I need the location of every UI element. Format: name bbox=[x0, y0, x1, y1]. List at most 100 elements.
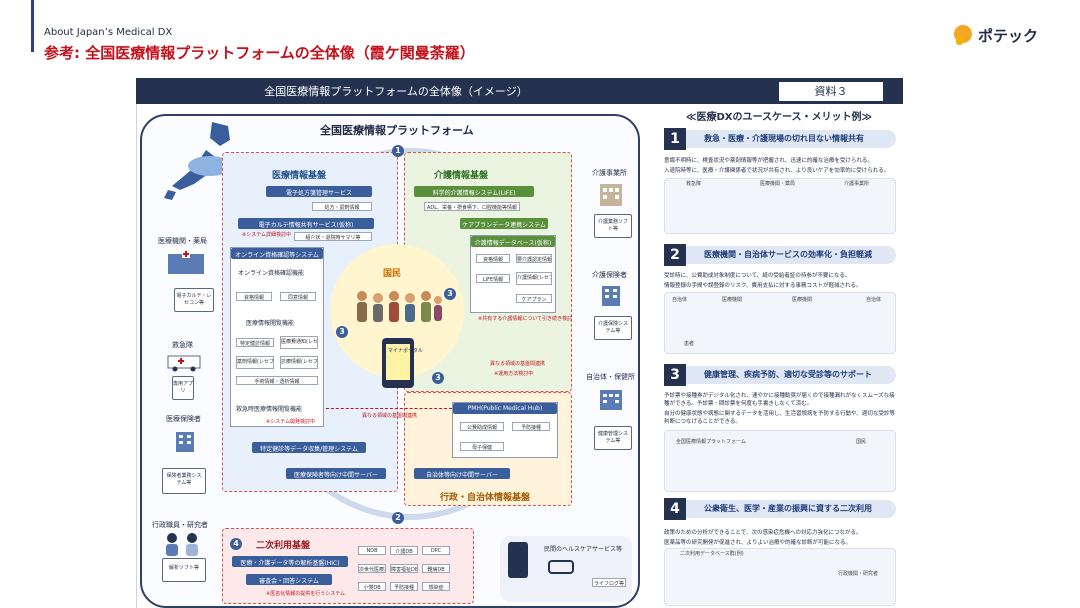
ambulance-device bbox=[172, 376, 194, 400]
db-pediatric: 小慢DB bbox=[358, 582, 386, 591]
db-dpc: DPC bbox=[422, 546, 450, 555]
treatment-info: 診療情報(レセプト) bbox=[280, 356, 318, 369]
slide-header bbox=[136, 78, 903, 104]
care-facility-icon bbox=[600, 184, 622, 206]
use-case-1-number: 1 bbox=[664, 128, 686, 150]
researcher-device bbox=[162, 558, 206, 582]
pmh-link-label: 異なる領域の基盤間連携 bbox=[490, 361, 546, 367]
care-db-label: 介護情報データベース(仮称) bbox=[471, 236, 555, 247]
use-case-4-heading: 公衆衛生、医学・産業の振興に資する二次利用 bbox=[664, 500, 896, 518]
use-case-1-bullet-1: 意識不明時に、検査状況や薬剤情報等が把握され、迅速に的確な治療を受けられる。 bbox=[664, 158, 873, 164]
medical-zone-label: 医療情報基盤 bbox=[272, 171, 327, 181]
use-case-3-label-1: 全国医療情報プラットフォーム bbox=[676, 439, 746, 445]
online-confirm: オンライン資格確認機能 bbox=[238, 270, 305, 277]
insurer-device-label: 保険者業務システム等 bbox=[166, 473, 202, 486]
care-zone-label: 介護情報基盤 bbox=[434, 171, 489, 181]
hospital-device-label: 電子カルテ・レセコン等 bbox=[176, 293, 212, 306]
healthcare-phone-icon bbox=[508, 542, 528, 578]
life-sub: ADL、栄養・摂食嚥下、口腔機能等情報 bbox=[424, 202, 520, 211]
ambulance-device-label: 専用アプリ bbox=[172, 381, 193, 394]
researcher-device-label: 解析ソフト等 bbox=[168, 565, 199, 571]
pmh-link-note: ※運用方法検討中 bbox=[494, 371, 534, 377]
use-case-2-number: 2 bbox=[664, 244, 686, 266]
flow-number-4: 4 bbox=[230, 538, 242, 550]
care-insurer-device bbox=[594, 316, 632, 340]
e-karte-sub: 紹介状・退院時サマリ等 bbox=[294, 232, 372, 241]
use-case-4-bullet-1: 政策のための分析ができることで、次の感染症危機への対応力強化につながる。 bbox=[664, 530, 862, 536]
use-case-4-label-2: 行政機関・研究者 bbox=[838, 571, 879, 577]
e-prescription-sub: 処方・調剤情報 bbox=[312, 202, 372, 211]
use-case-2-bullet-2: 情報登録の手間や誤登録のリスク、費用支払に対する事務コストが軽減される。 bbox=[664, 283, 862, 289]
healthcare-service-label: 民間のヘルスケアサービス等 bbox=[544, 546, 623, 553]
pmh-label: PMH(Public Medical Hub) bbox=[453, 403, 557, 414]
municipality-building-icon bbox=[600, 390, 622, 410]
platform-title: 全国医療情報プラットフォーム bbox=[320, 124, 474, 137]
ambulance-icon bbox=[167, 355, 201, 372]
doc-badge: 資料３ bbox=[778, 81, 884, 102]
use-case-2-label-3: 患者 bbox=[684, 341, 695, 347]
use-case-1-label-2: 医療機関・薬局 bbox=[760, 181, 796, 187]
flow-number-3-lower: 3 bbox=[432, 372, 444, 384]
life-service: 科学的介護情報システム(LIFE) bbox=[414, 186, 534, 197]
people-group-icon bbox=[357, 291, 442, 322]
use-case-2-label-2: 医療機関 bbox=[722, 297, 743, 303]
section-label: About Japan’s Medical DX bbox=[44, 27, 173, 38]
secondary-zone-label: 二次利用基盤 bbox=[256, 541, 311, 551]
logo: ポテック bbox=[952, 22, 1038, 48]
use-case-3-heading: 健康管理、疾病予防、適切な受診等のサポート bbox=[664, 366, 896, 384]
insurer-intermediate-server: 医療保険者等向け中間サーバー bbox=[286, 468, 386, 479]
medical-fee-info: 医療費通知(レセプト) bbox=[280, 336, 318, 349]
checkup-info: 特定健診情報 bbox=[236, 338, 274, 347]
use-case-2-label-1: 自治体 bbox=[672, 297, 688, 303]
municipal-intermediate-server: 自治体等向け中間サーバー bbox=[414, 468, 510, 479]
care-db-item-5: ケアプラン bbox=[516, 294, 552, 303]
actor-researcher-label: 行政職員・研究者 bbox=[152, 521, 208, 529]
actor-hospital-label: 医療機関・薬局 bbox=[158, 237, 207, 245]
use-case-4-illustration bbox=[664, 548, 896, 606]
care-insurer-building-icon bbox=[602, 286, 620, 306]
use-case-2-heading: 医療機関・自治体サービスの効率化・負担軽減 bbox=[664, 246, 896, 264]
medical-view: 医療情報閲覧機能 bbox=[246, 320, 295, 327]
page-title: 参考: 全国医療情報プラットフォームの全体像（霞ケ関曼荼羅） bbox=[44, 44, 475, 62]
db-vaccination: 予防接種 bbox=[390, 582, 418, 591]
use-case-3-illustration bbox=[664, 430, 896, 492]
admin-zone-label: 行政・自治体情報基盤 bbox=[440, 493, 531, 503]
care-db-item-1: 資格情報 bbox=[476, 254, 510, 263]
care-provider-device bbox=[594, 214, 632, 238]
actor-insurer-label: 医療保険者 bbox=[166, 415, 201, 423]
emergency-note: ※システム開発検討中 bbox=[266, 419, 316, 425]
review-note: ※匿名化情報の提供を行うシステム bbox=[266, 591, 346, 597]
use-case-2-label-5: 自治体 bbox=[866, 297, 882, 303]
flow-number-3-right: 3 bbox=[444, 288, 456, 300]
municipality-device bbox=[594, 426, 632, 450]
use-case-1-label-1: 救急隊 bbox=[686, 181, 702, 187]
db-ndb: NDB bbox=[358, 546, 386, 555]
checkup-collect-system: 特定健診等データ収集/管理システム bbox=[252, 442, 366, 453]
pmh-item-2: 予防接種 bbox=[512, 422, 550, 431]
db-intractable: 難病DB bbox=[422, 564, 450, 573]
db-care: 介護DB bbox=[390, 546, 418, 555]
other-info: 手術情報・透析情報 bbox=[236, 376, 318, 385]
care-db-item-3: LIFE情報 bbox=[476, 274, 510, 283]
use-case-2-bullet-1: 受診時に、公費助成対象制度について、紙の受給者証の持参が不要になる。 bbox=[664, 273, 851, 279]
actor-ambulance-label: 救急隊 bbox=[172, 341, 193, 349]
flow-number-2: 2 bbox=[392, 512, 404, 524]
hic-service: 医療・介護データ等の解析基盤(HIC) bbox=[232, 556, 348, 567]
use-case-2-illustration bbox=[664, 292, 896, 354]
pmh-item-1: 公費助成情報 bbox=[460, 422, 504, 431]
use-cases-title: ≪医療DXのユースケース・メリット例≫ bbox=[686, 112, 872, 123]
drug-info: 薬剤情報(レセプト) bbox=[236, 356, 274, 369]
use-case-1-bullet-2: 入退院時等に、医療・介護関係者で状況が共有され、より良いケアを効率的に受けられる… bbox=[664, 168, 890, 174]
insurer-device bbox=[162, 468, 206, 494]
use-case-3-bullet-2: 自分の健康状態や病態に関するデータを活用し、生活習慣病を予防する行動や、適切な受… bbox=[664, 411, 895, 425]
use-case-2-label-4: 医療機関 bbox=[792, 297, 813, 303]
care-insurer-device-label: 介護保険システム等 bbox=[597, 321, 628, 334]
japan-map-icon bbox=[164, 122, 232, 200]
db-disability: 障害福祉DB bbox=[390, 564, 418, 573]
lifelog-label: ライフログ等 bbox=[592, 578, 626, 587]
qual-info: 資格情報 bbox=[236, 292, 272, 301]
use-case-4-bullet-2: 医薬品等の研究開発が促進され、よりよい治療や的確な診断が可能になる。 bbox=[664, 540, 851, 546]
people-label: 国民 bbox=[383, 269, 402, 279]
use-case-1-heading: 救急・医療・介護現場の切れ目ない情報共有 bbox=[664, 130, 896, 148]
pmh-link-label-2: 異なる領域の基盤間連携 bbox=[362, 413, 418, 419]
